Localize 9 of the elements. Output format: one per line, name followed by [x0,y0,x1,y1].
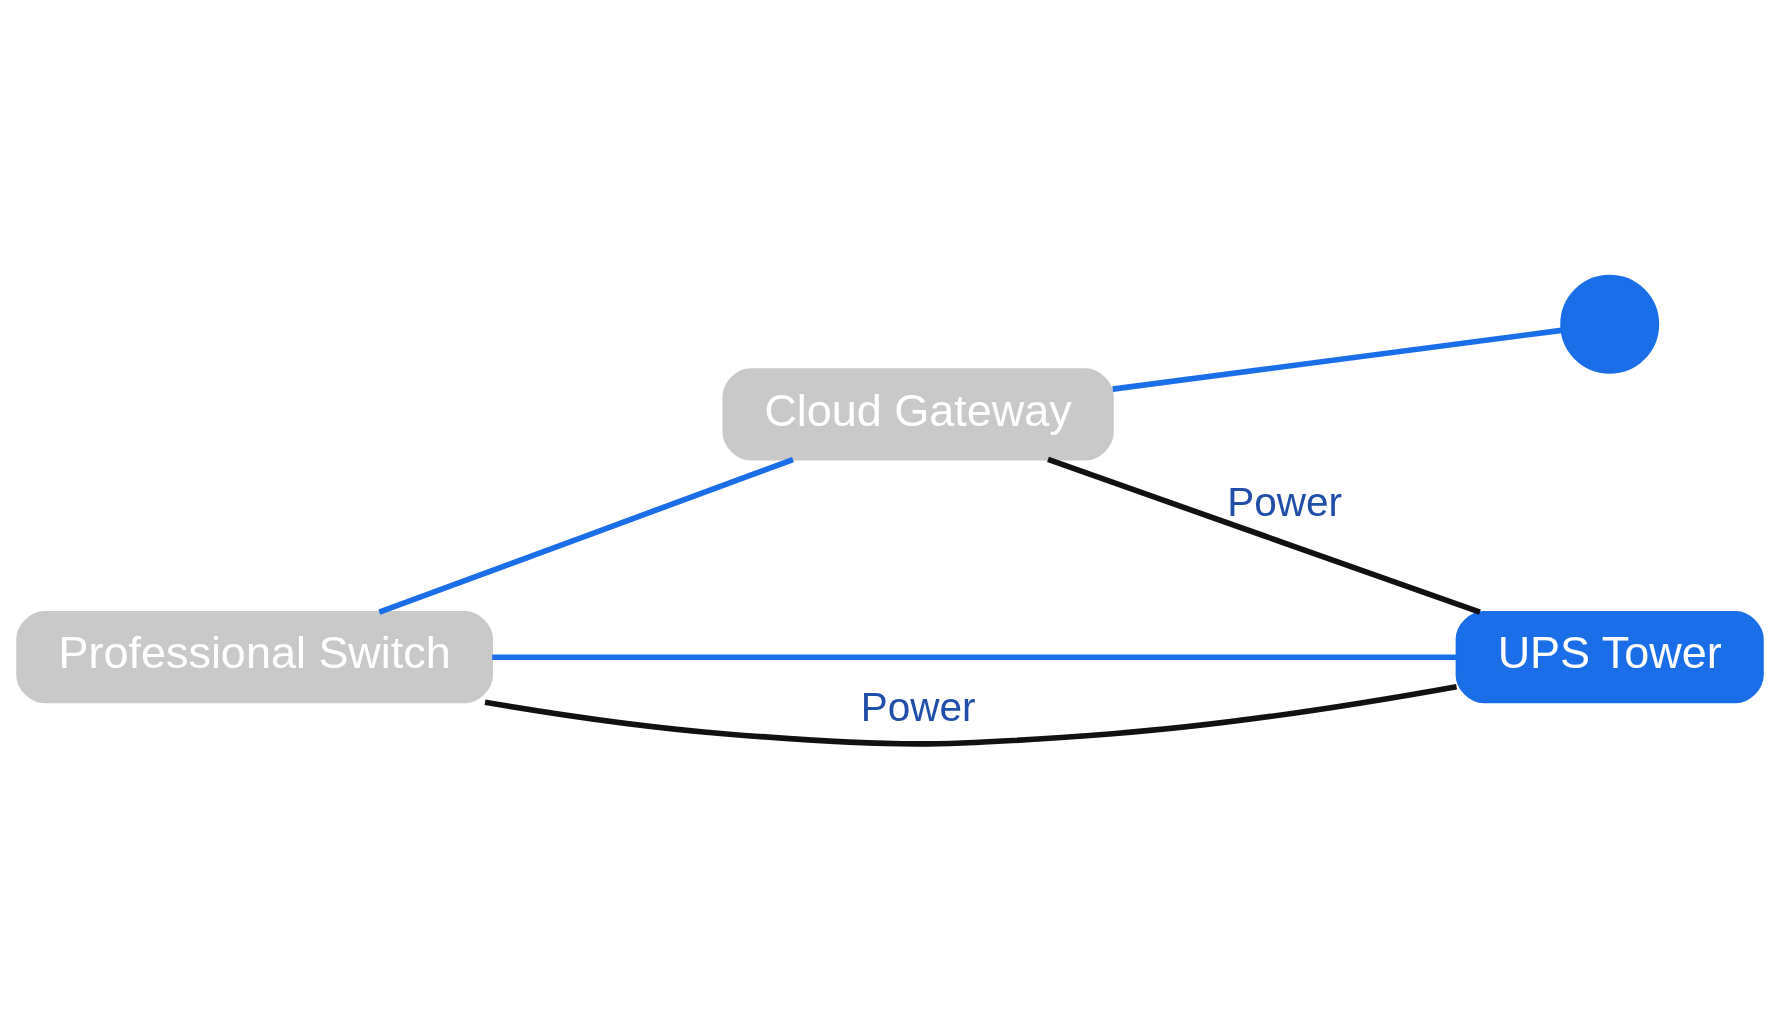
connector [484,683,1458,747]
connector [492,654,1457,660]
connector [378,456,794,615]
connector [1047,456,1481,615]
node-box: UPS Tower [1455,611,1764,704]
connector [1112,327,1562,392]
node-circle [1560,274,1660,374]
edge-label: Power [860,684,976,731]
edge-label: Power [1227,479,1343,526]
